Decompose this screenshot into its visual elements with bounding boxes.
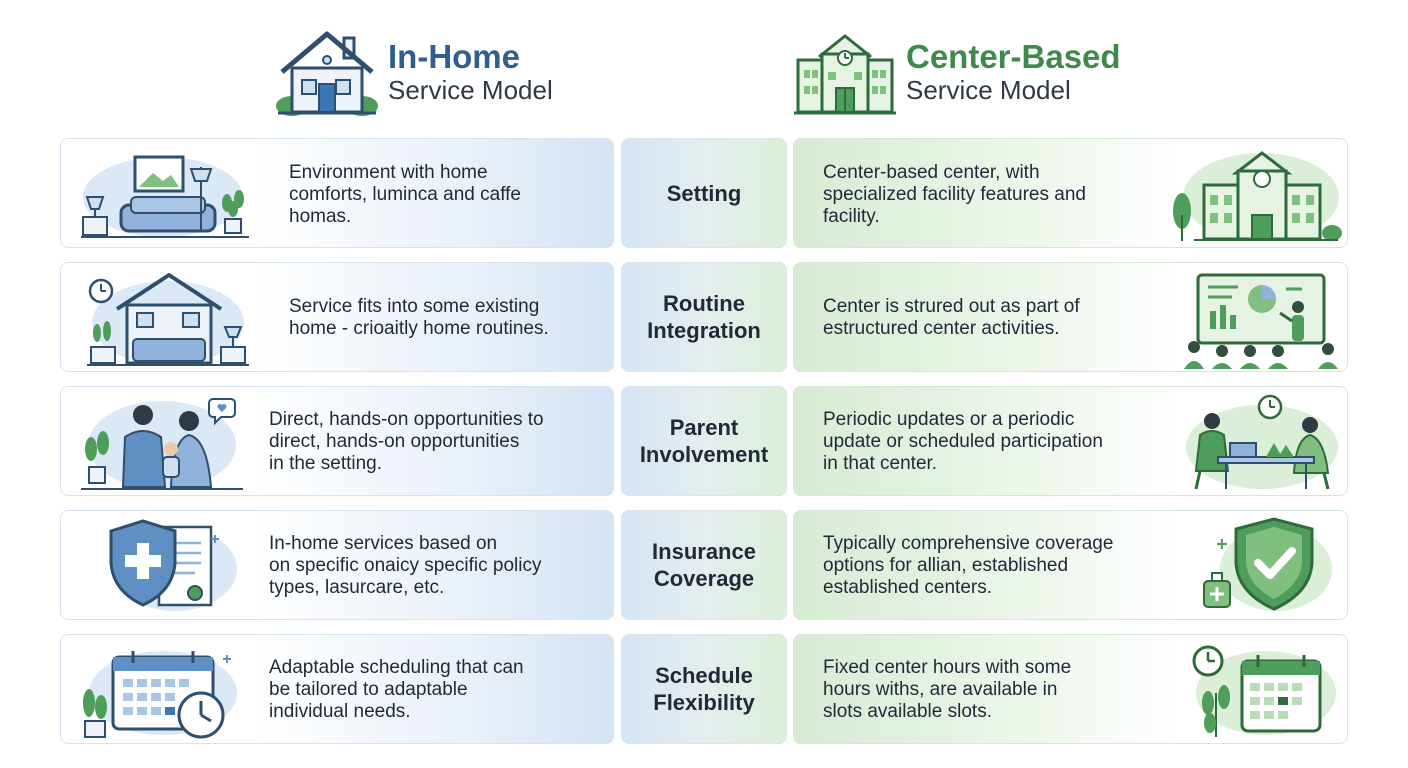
center-cell: Typically comprehensive coverage options… xyxy=(793,510,1348,620)
comparison-row-setting: Environment with home comforts, luminca … xyxy=(60,138,1348,250)
category-cell: Insurance Coverage xyxy=(621,510,787,620)
comparison-row-insurance-coverage: In-home services based on on specific on… xyxy=(60,510,1348,622)
comparison-row-routine-integration: Service fits into some existing home - c… xyxy=(60,262,1348,374)
category-label: Routine Integration xyxy=(647,291,761,343)
category-label: Insurance Coverage xyxy=(652,539,756,591)
category-cell: Schedule Flexibility xyxy=(621,634,787,744)
parent-teacher-meeting-icon xyxy=(1186,394,1338,490)
in-home-description: In-home services based on on specific on… xyxy=(269,533,542,598)
calendar-schedule-icon xyxy=(1192,645,1336,737)
in-home-cell: Environment with home comforts, luminca … xyxy=(60,138,614,248)
category-cell: Setting xyxy=(621,138,787,248)
comparison-row-parent-involvement: Direct, hands-on opportunities to direct… xyxy=(60,386,1348,498)
center-based-title: Center-Based xyxy=(906,38,1121,76)
insurance-shield-icon xyxy=(109,519,237,611)
in-home-description: Adaptable scheduling that can be tailore… xyxy=(269,657,524,722)
category-label: Parent Involvement xyxy=(639,415,769,467)
category-label: Schedule Flexibility xyxy=(653,663,755,715)
in-home-cell: Direct, hands-on opportunities to direct… xyxy=(60,386,614,496)
center-description: Fixed center hours with some hours withs… xyxy=(823,657,1072,722)
in-home-subtitle: Service Model xyxy=(388,75,553,106)
center-description: Periodic updates or a periodic update or… xyxy=(823,409,1103,474)
school-building-icon xyxy=(794,34,896,115)
category-cell: Routine Integration xyxy=(621,262,787,372)
in-home-cell: In-home services based on on specific on… xyxy=(60,510,614,620)
center-based-header: Center-Based Service Model xyxy=(790,22,1121,122)
house-icon xyxy=(276,31,378,116)
center-cell: Center-based center, with specialized fa… xyxy=(793,138,1348,248)
center-description: Center-based center, with specialized fa… xyxy=(823,162,1086,227)
calendar-clock-icon xyxy=(83,651,237,739)
in-home-description: Service fits into some existing home - c… xyxy=(289,296,549,339)
home-routine-icon xyxy=(87,273,249,366)
comparison-row-schedule-flexibility: Adaptable scheduling that can be tailore… xyxy=(60,634,1348,746)
in-home-header: In-Home Service Model xyxy=(272,22,553,122)
verified-shield-icon xyxy=(1203,517,1332,611)
classroom-presentation-icon xyxy=(1184,273,1338,369)
in-home-title: In-Home xyxy=(388,38,520,76)
parent-child-icon xyxy=(81,398,243,490)
category-cell: Parent Involvement xyxy=(621,386,787,496)
center-description: Typically comprehensive coverage options… xyxy=(823,533,1114,598)
category-label: Setting xyxy=(666,180,742,206)
in-home-cell: Adaptable scheduling that can be tailore… xyxy=(60,634,614,744)
school-icon xyxy=(1173,151,1342,241)
center-description: Center is strured out as part of estruct… xyxy=(823,296,1080,339)
center-cell: Fixed center hours with some hours withs… xyxy=(793,634,1348,744)
center-cell: Periodic updates or a periodic update or… xyxy=(793,386,1348,496)
in-home-description: Direct, hands-on opportunities to direct… xyxy=(269,409,544,474)
in-home-cell: Service fits into some existing home - c… xyxy=(60,262,614,372)
center-cell: Center is strured out as part of estruct… xyxy=(793,262,1348,372)
living-room-icon xyxy=(81,155,249,238)
in-home-description: Environment with home comforts, luminca … xyxy=(289,162,521,227)
center-based-subtitle: Service Model xyxy=(906,75,1071,106)
